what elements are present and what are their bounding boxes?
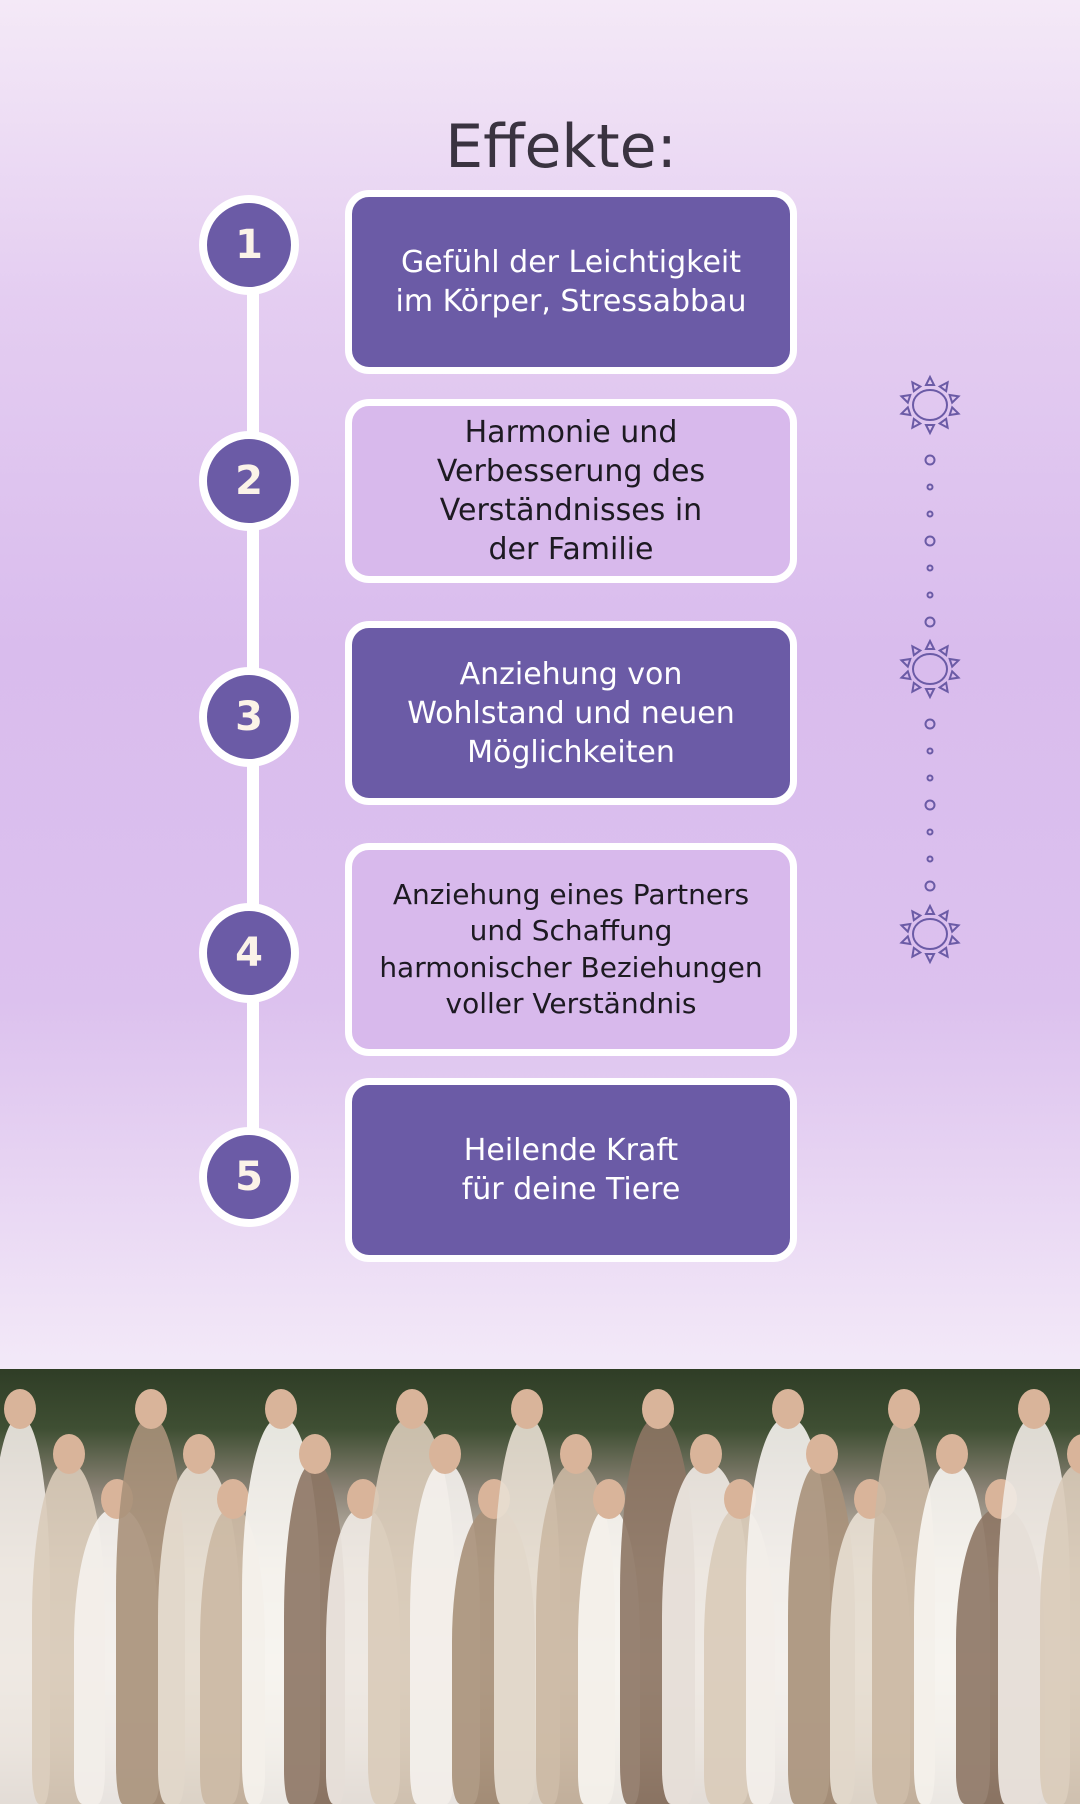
dot-icon [924,535,936,547]
effect-card-4: Anziehung eines Partners und Schaffung h… [345,843,797,1056]
effect-card-3: Anziehung von Wohlstand und neuen Möglic… [345,621,797,805]
photo-face [805,1434,838,1474]
step-number-5: 5 [199,1127,299,1227]
effect-text: Heilende Kraft für deine Tiere [461,1133,681,1207]
step-number-4: 4 [199,903,299,1003]
dot-icon [924,718,936,730]
dot-icon [924,454,936,466]
sun-icon [899,638,961,700]
effect-text: Gefühl der Leichtigkeit im Körper, Stres… [395,245,747,319]
dot-icon [926,747,934,755]
sun-icon [899,374,961,436]
dot-icon [926,855,934,863]
photo-face [593,1479,625,1519]
photo-face [772,1389,804,1429]
dot-icon [926,774,934,782]
dot-icon [924,880,936,892]
photo-face [4,1389,36,1429]
dot-icon [926,828,934,836]
group-photo [0,1369,1080,1804]
photo-face [298,1434,331,1474]
photo-face [559,1434,592,1474]
effect-text: Anziehung von Wohlstand und neuen Möglic… [407,656,735,770]
sun-dots-decoration [899,374,961,965]
photo-face [265,1389,297,1429]
photo-face [429,1434,461,1474]
dot-icon [924,616,936,628]
effect-text: Anziehung eines Partners und Schaffung h… [379,877,763,1020]
photo-face [183,1434,215,1474]
dot-icon [924,799,936,811]
photo-face [936,1434,968,1474]
step-number-2: 2 [199,431,299,531]
dot-icon [926,591,934,599]
photo-face [216,1479,249,1519]
page-title: Effekte: [445,112,677,182]
photo-face [887,1389,920,1429]
photo-face [641,1389,674,1429]
photo-face [395,1389,428,1429]
photo-face [52,1434,85,1474]
effect-text: Harmonie und Verbesserung des Verständni… [436,415,706,567]
photo-face [134,1389,167,1429]
dot-icon [926,483,934,491]
step-number-1: 1 [199,195,299,295]
dot-icon [926,564,934,572]
photo-face [511,1389,543,1429]
effect-card-1: Gefühl der Leichtigkeit im Körper, Stres… [345,190,797,374]
sun-icon [899,903,961,965]
effect-card-2: Harmonie und Verbesserung des Verständni… [345,399,797,583]
effect-card-5: Heilende Kraft für deine Tiere [345,1078,797,1262]
photo-face [690,1434,722,1474]
photo-face [1018,1389,1050,1429]
step-number-3: 3 [199,667,299,767]
dot-icon [926,510,934,518]
photo-face [1066,1434,1080,1474]
